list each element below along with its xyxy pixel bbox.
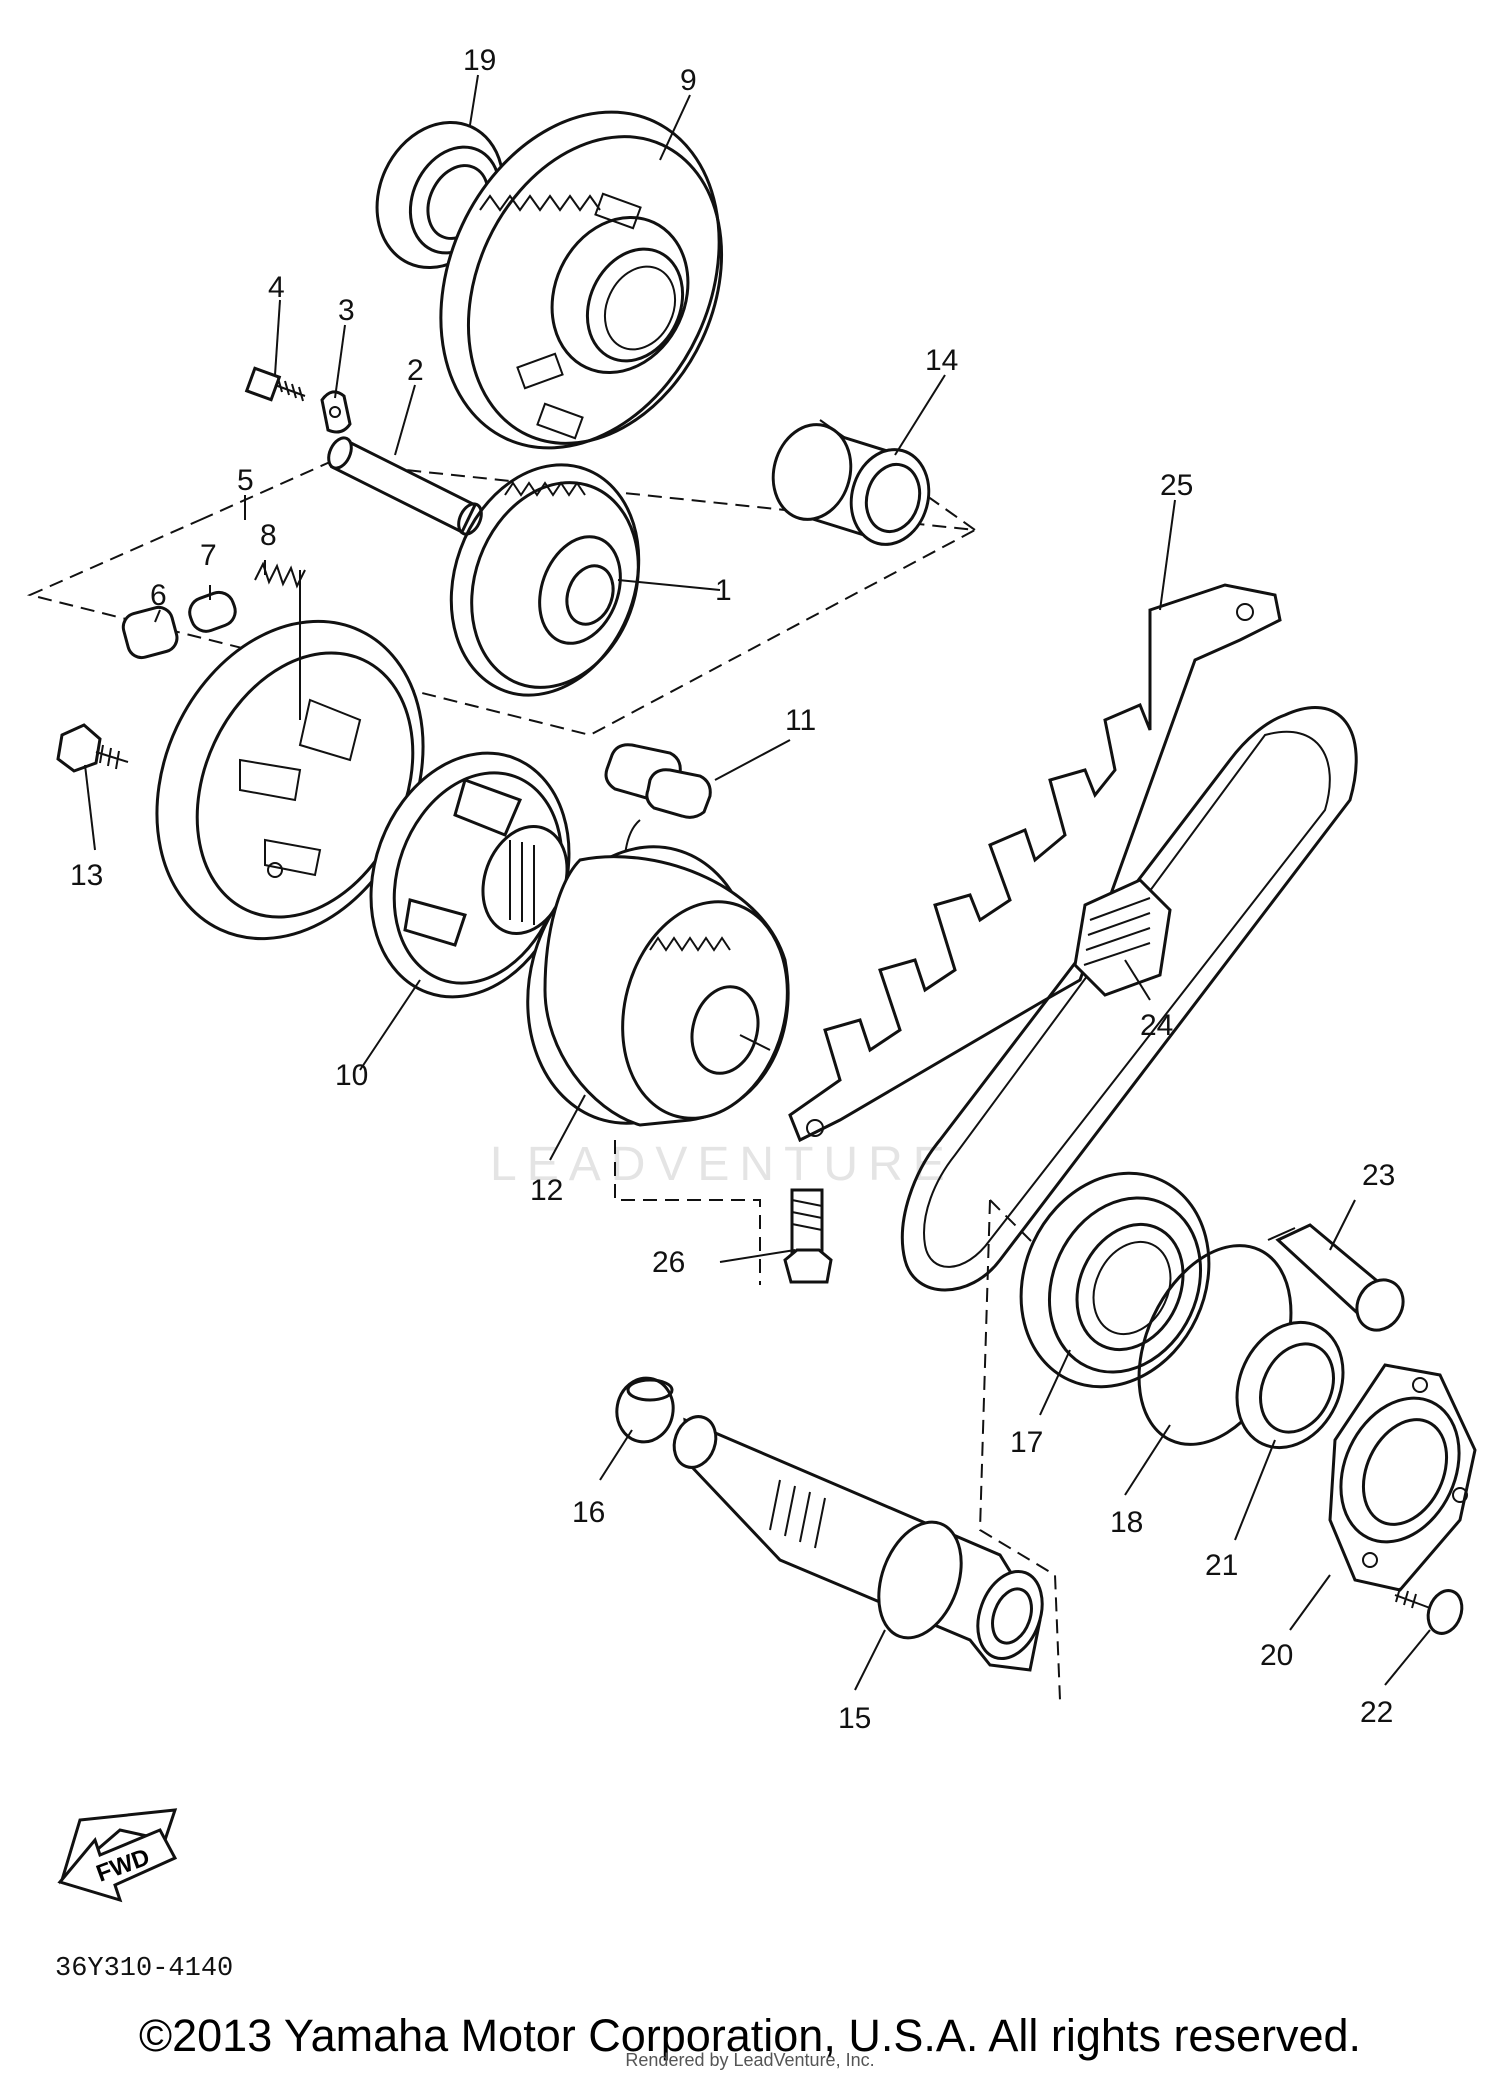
part-13-bolt (56, 723, 129, 773)
part-10-clutch-boss (369, 751, 571, 999)
callout-26: 26 (652, 1246, 685, 1279)
part-17-bearing (1019, 1171, 1211, 1389)
part-14-bushing (771, 423, 931, 546)
callout-4: 4 (268, 271, 285, 304)
timing-chain (900, 706, 1358, 1292)
callout-6: 6 (150, 579, 167, 612)
callout-7: 7 (200, 539, 217, 572)
callout-14: 14 (925, 344, 958, 377)
callout-8: 8 (260, 519, 277, 552)
part-23-pin (1267, 1223, 1405, 1332)
callout-18: 18 (1110, 1506, 1143, 1539)
part-6-roller (121, 605, 179, 660)
part-11-damper (604, 743, 712, 856)
callout-9: 9 (680, 64, 697, 97)
fwd-arrow-icon: FWD (57, 1808, 178, 1903)
callout-15: 15 (838, 1702, 871, 1735)
copyright-notice: ©2013 Yamaha Motor Corporation, U.S.A. A… (138, 2010, 1362, 2061)
part-16-plug (615, 1376, 675, 1444)
callout-21: 21 (1205, 1549, 1238, 1582)
part-9-gear-plate (439, 110, 724, 450)
part-21-oil-seal (1235, 1320, 1345, 1450)
part-25-chain-guide (788, 583, 1282, 1143)
diagram-code: 36Y310-4140 (55, 1954, 233, 1984)
part-12-clutch-drum (526, 845, 790, 1127)
callout-25: 25 (1160, 469, 1193, 502)
part-26-bolt (783, 1188, 833, 1284)
part-8-spring (254, 561, 306, 589)
leader-lines (84, 74, 1431, 1691)
part-1-idler-gear (449, 463, 641, 697)
part-2-shaft (327, 436, 483, 536)
callout-16: 16 (572, 1496, 605, 1529)
callout-17: 17 (1010, 1426, 1043, 1459)
part-4-bolt (244, 366, 306, 402)
callout-23: 23 (1362, 1159, 1395, 1192)
watermark-text: LEADVENTURE (490, 1138, 955, 1191)
callout-22: 22 (1360, 1696, 1393, 1729)
callout-12: 12 (530, 1174, 563, 1207)
callout-1: 1 (715, 574, 732, 607)
part-3-lock-plate (320, 390, 352, 434)
callout-11: 11 (785, 704, 816, 737)
callout-24: 24 (1140, 1009, 1173, 1042)
callout-labels: 19 9 4 3 2 5 7 8 6 14 1 25 11 13 10 12 2… (70, 44, 1395, 1735)
rendered-by-credit: Rendered by LeadVenture, Inc. (625, 2050, 875, 2070)
callout-3: 3 (338, 294, 355, 327)
callout-13: 13 (70, 859, 103, 892)
part-7-plunger (188, 590, 237, 633)
part-20-retainer (1328, 1363, 1477, 1592)
callout-10: 10 (335, 1059, 368, 1092)
callout-2: 2 (407, 354, 424, 387)
callout-19: 19 (463, 44, 496, 77)
part-22-screw (1394, 1587, 1464, 1635)
callout-20: 20 (1260, 1639, 1293, 1672)
callout-5: 5 (237, 464, 254, 497)
part-15-shaft (672, 1415, 1044, 1672)
part-24-sprocket (1073, 878, 1172, 997)
